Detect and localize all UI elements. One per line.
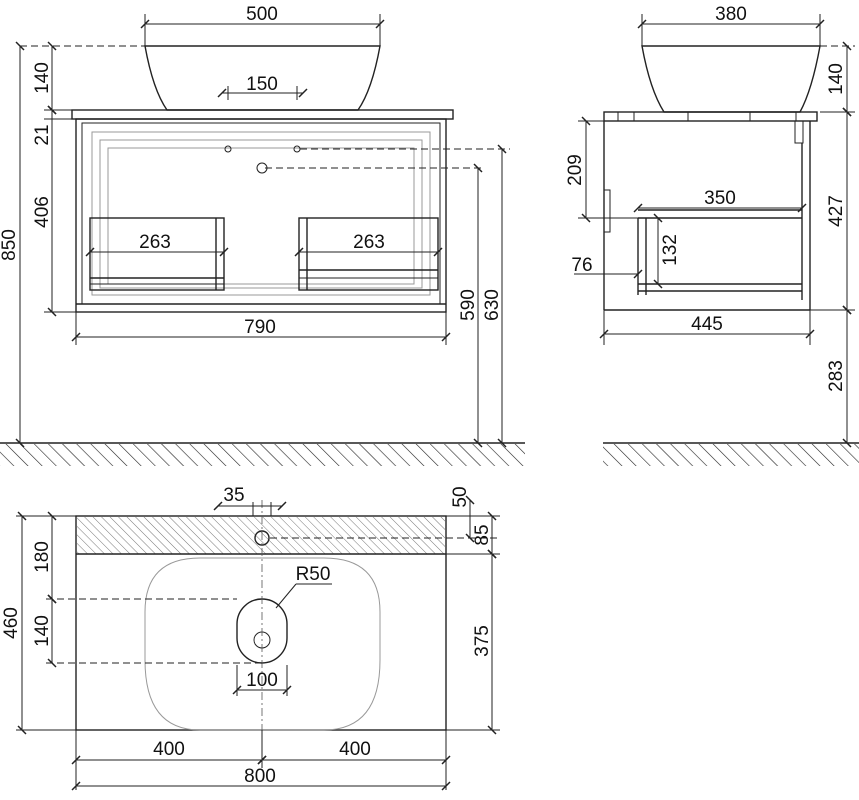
dim-label: 140 [32, 62, 53, 94]
front-tap-hole-left [224, 145, 232, 153]
dim-label: 375 [472, 625, 493, 657]
front-view: 500 150 850 140 21 406 263 [0, 4, 525, 466]
side-countertop [603, 111, 818, 122]
dim-front-shelves: 263 263 [85, 232, 443, 257]
dim-label: 800 [244, 766, 276, 787]
dim-side-inner-depth: 350 [633, 188, 807, 213]
front-shelf-right [298, 217, 439, 291]
dim-front-bowl-width: 500 [140, 4, 385, 46]
dim-label: 380 [715, 4, 747, 25]
dim-label: 150 [246, 74, 278, 95]
dim-label: 140 [826, 63, 847, 95]
dim-top-hole-offset: 35 [213, 485, 287, 516]
side-bowl [641, 45, 821, 113]
dim-top-drain-width: 100 [232, 665, 292, 696]
dim-label: 35 [223, 485, 244, 506]
side-view: 380 140 427 283 209 350 132 [565, 4, 859, 466]
front-tap-hole-right [293, 145, 301, 153]
dim-label: 209 [565, 154, 586, 186]
top-view: 35 50 85 375 460 180 140 [1, 485, 500, 791]
dim-label: 790 [244, 317, 276, 338]
dim-label: 140 [32, 615, 53, 647]
top-bowl-outline [144, 557, 381, 731]
dim-label: 590 [458, 289, 479, 321]
dim-label: 85 [472, 524, 493, 545]
dim-label: 850 [0, 229, 20, 261]
side-cabinet [603, 120, 811, 311]
dim-label: 630 [482, 289, 503, 321]
dim-label: 132 [660, 234, 681, 266]
dim-label: 50 [450, 486, 471, 507]
dim-front-tap-spacing: 150 [217, 74, 308, 100]
front-cabinet [75, 118, 447, 313]
dim-top-drain-radius: R50 [275, 564, 332, 609]
dim-label: R50 [296, 564, 331, 585]
dim-top-right: 50 85 375 [270, 486, 500, 735]
dim-label: 460 [1, 607, 22, 639]
front-countertop [71, 109, 454, 120]
dim-label: 100 [246, 670, 278, 691]
dim-label: 400 [153, 739, 185, 760]
dim-top-widths: 400 400 800 [71, 730, 451, 791]
dim-label: 180 [32, 541, 53, 573]
dim-label: 21 [32, 124, 53, 145]
dim-label: 400 [339, 739, 371, 760]
dim-side-shelf-offset: 76 [571, 255, 643, 279]
dim-top-left: 460 180 140 [1, 511, 262, 735]
dim-label: 406 [32, 196, 53, 228]
dim-side-shelf-height: 132 [653, 213, 681, 289]
dim-side-bowl-depth: 380 [637, 4, 825, 46]
front-floor [0, 442, 525, 466]
side-floor [603, 442, 859, 466]
dim-front-left: 850 140 21 406 [0, 41, 145, 448]
dim-label: 445 [691, 314, 723, 335]
dim-side-right: 140 427 283 [810, 41, 855, 448]
dim-label: 76 [571, 255, 592, 276]
dim-side-cabinet-depth: 445 [599, 310, 815, 345]
dim-label: 427 [826, 195, 847, 227]
dim-label: 283 [826, 360, 847, 392]
front-shelf-left [89, 217, 225, 291]
dim-label: 500 [246, 4, 278, 25]
dim-side-drawer-front: 209 [565, 116, 638, 223]
dim-front-right: 590 630 [265, 144, 510, 448]
dim-label: 263 [139, 232, 171, 253]
dim-label: 350 [704, 188, 736, 209]
dim-label: 263 [353, 232, 385, 253]
dim-front-cabinet-width: 790 [71, 312, 451, 345]
top-back-band [77, 517, 445, 554]
